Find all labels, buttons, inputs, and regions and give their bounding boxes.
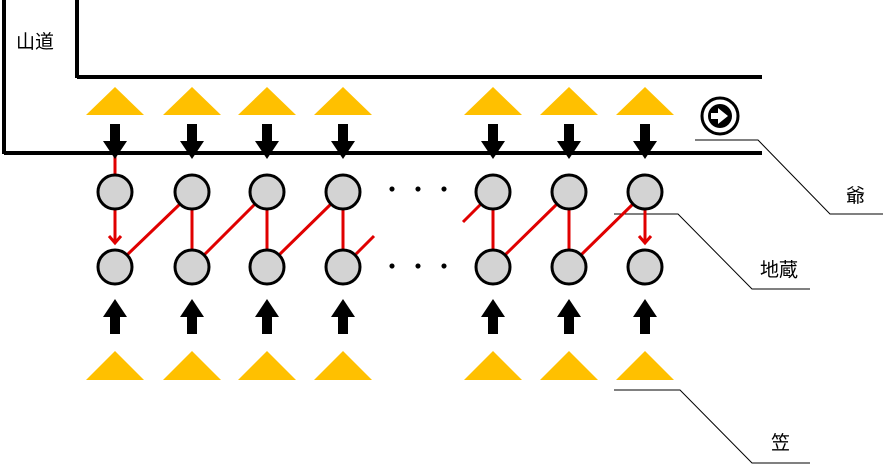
path-segment bbox=[579, 202, 635, 257]
hat-icon bbox=[464, 87, 522, 115]
hat-icon bbox=[540, 351, 598, 380]
down-arrow-icon bbox=[180, 124, 204, 159]
jizo-statue bbox=[324, 248, 362, 286]
hat-icon bbox=[314, 351, 372, 380]
jizo-statue bbox=[248, 248, 286, 286]
down-arrow-icon bbox=[331, 124, 355, 159]
jizo-statue bbox=[474, 248, 512, 286]
hat-icon bbox=[86, 351, 144, 380]
up-arrow-icon bbox=[180, 299, 204, 334]
jizo-statue bbox=[173, 248, 211, 286]
down-arrow-icon bbox=[633, 124, 657, 159]
road-label: 山道 bbox=[16, 31, 55, 53]
hat-icon bbox=[238, 87, 296, 115]
hat-icon bbox=[238, 351, 296, 380]
down-arrow-icon bbox=[481, 124, 505, 159]
jizo-statue bbox=[96, 248, 134, 286]
right-arrow-circle-icon bbox=[700, 96, 740, 136]
hat-icon bbox=[540, 87, 598, 115]
path-segment bbox=[125, 202, 182, 257]
path-segment bbox=[461, 202, 483, 224]
jizo-statue bbox=[550, 173, 588, 211]
down-arrow-icon bbox=[557, 124, 581, 159]
path-segment bbox=[354, 234, 376, 256]
up-arrow-icon bbox=[633, 299, 657, 334]
hat-icon bbox=[616, 87, 674, 115]
jizo-statue bbox=[626, 248, 664, 286]
up-arrow-icon bbox=[557, 299, 581, 334]
jizo-statue bbox=[626, 173, 664, 211]
ellipsis-top: ・・・ bbox=[380, 176, 458, 204]
jizo-statue bbox=[248, 173, 286, 211]
path-arrowhead bbox=[107, 235, 123, 246]
grandpa-label: 爺 bbox=[846, 185, 866, 207]
road-lines bbox=[2, 0, 762, 155]
down-arrow-icon bbox=[255, 124, 279, 159]
path-arrowhead bbox=[637, 235, 653, 246]
ellipsis-bottom: ・・・ bbox=[380, 253, 458, 281]
hat-icon bbox=[163, 87, 221, 115]
jizo-label: 地蔵 bbox=[760, 259, 799, 281]
up-arrow-icon bbox=[103, 299, 127, 334]
jizo-statue bbox=[324, 173, 362, 211]
up-arrow-icon bbox=[255, 299, 279, 334]
hat-icon bbox=[86, 87, 144, 115]
path-segment bbox=[277, 202, 333, 257]
jizo-statue bbox=[96, 173, 134, 211]
hat-leader bbox=[614, 389, 810, 464]
up-arrow-icon bbox=[331, 299, 355, 334]
path-segment bbox=[503, 202, 559, 257]
up-arrow-icon bbox=[481, 299, 505, 334]
path-segment bbox=[202, 202, 257, 257]
hat-icon bbox=[163, 351, 221, 380]
hat-icon bbox=[314, 87, 372, 115]
hat-icon bbox=[616, 351, 674, 380]
down-arrow-icon bbox=[103, 124, 127, 159]
hat-label: 笠 bbox=[771, 432, 791, 454]
jizo-statue bbox=[173, 173, 211, 211]
grandpa-leader bbox=[695, 139, 883, 215]
jizo-statue bbox=[550, 248, 588, 286]
hat-icon bbox=[464, 351, 522, 380]
jizo-statue bbox=[474, 173, 512, 211]
